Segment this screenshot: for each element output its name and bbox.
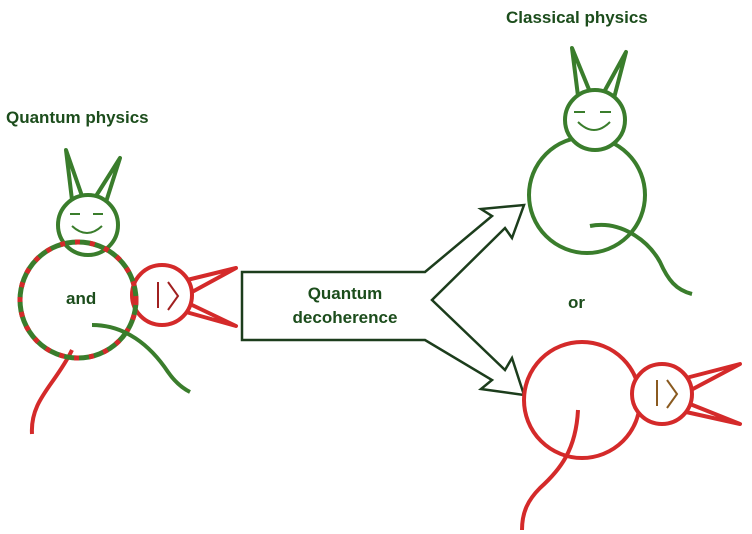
and-label: and [66,289,97,308]
quantum-text: Quantum [307,284,383,303]
quantum-physics-label: Quantum physics [6,108,149,127]
red-cat-head [130,263,238,328]
superposed-body [17,239,139,361]
red-cat-tail [29,349,74,435]
classical-green-cat [527,46,693,296]
classical-red-cat [520,340,742,531]
green-cat-head [56,148,122,257]
decoherence-arrow [240,203,526,397]
green-cat-tail [91,323,191,394]
decoherence-text: decoherence [292,308,398,327]
or-label: or [568,293,585,312]
superposed-cats [17,148,238,435]
quantum-decoherence-label: Quantum decoherence [270,282,420,330]
classical-physics-label: Classical physics [506,8,648,27]
